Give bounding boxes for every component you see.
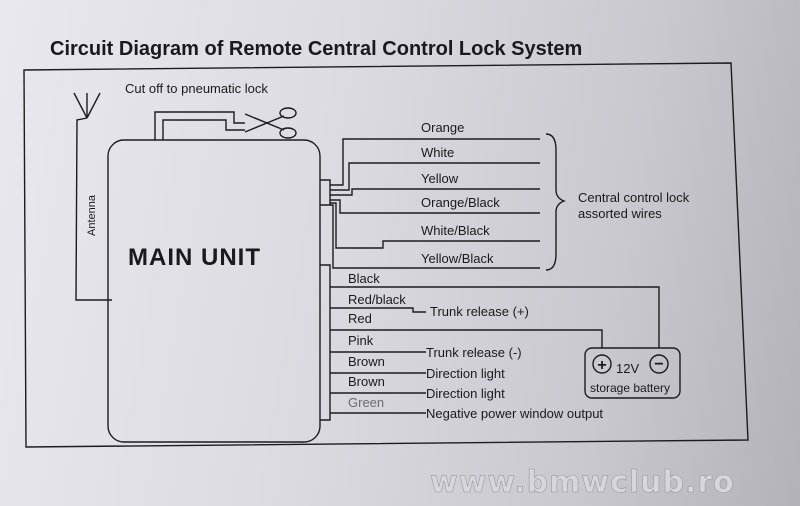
main-unit-label: MAIN UNIT	[128, 244, 261, 271]
cutoff-wire-inner	[162, 119, 245, 140]
wire-white	[330, 162, 540, 191]
wire-label-white-black: White/Black	[421, 223, 490, 238]
wire-label-green: Green	[348, 395, 384, 410]
wire-group-brace	[545, 133, 566, 271]
antenna: Antenna	[73, 92, 112, 301]
battery-voltage: 12V	[616, 361, 639, 376]
wire-label-pink: Pink	[348, 333, 374, 348]
lower-wires: Black Red/black Red Pink Brown Brown Gre…	[330, 271, 660, 414]
group-label-line1: Central control lock	[578, 190, 690, 205]
diagram-title: Circuit Diagram of Remote Central Contro…	[50, 38, 582, 60]
wire-label-brown-1: Brown	[348, 354, 385, 369]
scissors-icon	[244, 107, 297, 139]
wire-label-red-black: Red/black	[348, 292, 406, 307]
wire-white-black	[330, 202, 540, 249]
battery-plus-terminal	[592, 354, 612, 374]
battery-plus-icon: +	[597, 357, 606, 374]
battery-box	[584, 347, 681, 399]
wire-black	[330, 286, 660, 348]
wire-label-orange: Orange	[421, 120, 464, 135]
antenna-label: Antenna	[86, 194, 98, 236]
wire-yellow-black	[330, 204, 540, 269]
connector-lower	[320, 264, 331, 421]
wire-label-white: White	[421, 145, 454, 160]
battery-label: storage battery	[590, 381, 670, 395]
function-trunk-release-minus: Trunk release (-)	[426, 345, 522, 360]
function-direction-light-2: Direction light	[426, 386, 505, 401]
battery-minus-icon: −	[654, 356, 663, 373]
main-unit-box	[107, 139, 321, 443]
function-negative-window: Negative power window output	[426, 406, 603, 421]
cutoff-group: Cut off to pneumatic lock	[125, 81, 297, 140]
wire-red	[330, 329, 603, 348]
wire-red-black	[330, 307, 426, 313]
wire-label-brown-2: Brown	[348, 374, 385, 389]
wire-label-yellow-black: Yellow/Black	[421, 251, 494, 266]
antenna-prong-right	[86, 92, 101, 119]
wire-label-orange-black: Orange/Black	[421, 195, 500, 210]
wire-orange-black	[330, 199, 540, 214]
wire-orange	[330, 138, 540, 186]
cutoff-label: Cut off to pneumatic lock	[125, 81, 268, 96]
connector-upper	[320, 179, 331, 206]
cutoff-wire-outer	[154, 111, 245, 140]
wire-label-yellow: Yellow	[421, 171, 459, 186]
battery-minus-terminal	[649, 354, 669, 374]
antenna-wire	[75, 117, 112, 301]
storage-battery: + 12V − storage battery	[584, 347, 681, 399]
wire-label-red: Red	[348, 311, 372, 326]
function-direction-light-1: Direction light	[426, 366, 505, 381]
group-label-line2: assorted wires	[578, 206, 662, 221]
central-lock-wires: Orange White Yellow Orange/Black White/B…	[330, 120, 690, 271]
antenna-prong-left	[73, 92, 88, 119]
function-trunk-release-plus: Trunk release (+)	[430, 304, 529, 319]
wire-label-black: Black	[348, 271, 380, 286]
outer-frame	[23, 62, 749, 448]
wire-yellow	[330, 188, 540, 196]
watermark: www.bmwclub.ro	[430, 465, 735, 500]
